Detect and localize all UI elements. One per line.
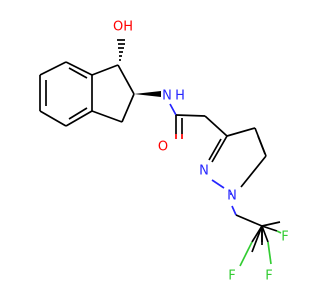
pyrazole-ring <box>208 127 267 195</box>
trifluoroethyl <box>231 205 281 253</box>
molecule-structure: OH N H O N N F F F <box>39 20 289 284</box>
amide-wedge <box>134 91 161 97</box>
carbonyl-oxygen-label: O <box>158 140 168 155</box>
fluorine-label: F <box>265 269 272 284</box>
fluorine-label: F <box>281 230 288 245</box>
cyclopentane-ring <box>91 64 135 123</box>
amide-chain <box>169 103 228 139</box>
amide-nitrogen-label: N <box>162 89 172 104</box>
pyrazole-n1-label: N <box>227 189 237 204</box>
benzene-ring <box>39 61 93 127</box>
fluorine-label: F <box>228 269 235 284</box>
hydroxyl-wedge <box>117 39 125 61</box>
hydroxyl-label: OH <box>113 20 133 35</box>
amide-hydrogen-label: H <box>175 89 185 104</box>
pyrazole-n2-label: N <box>199 164 209 179</box>
